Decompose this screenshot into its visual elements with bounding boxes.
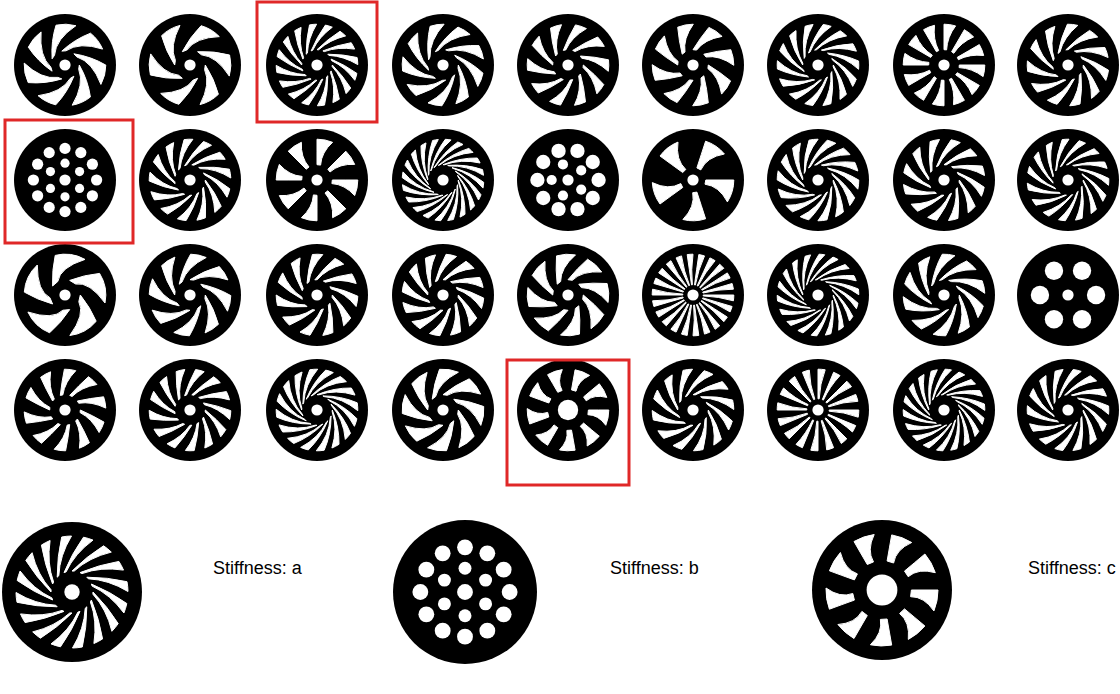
wheel	[1017, 14, 1119, 116]
wheel	[893, 359, 995, 461]
wheel	[266, 129, 368, 231]
wheel	[517, 129, 619, 231]
wheel	[517, 244, 619, 346]
wheel	[767, 14, 869, 116]
wheel	[14, 359, 116, 461]
wheel	[642, 14, 744, 116]
stiffness-label: Stiffness: b	[610, 557, 699, 579]
highlight-box	[5, 120, 133, 243]
wheel	[767, 359, 869, 461]
wheel	[266, 244, 368, 346]
wheel	[1017, 129, 1119, 231]
highlight-box	[507, 360, 629, 485]
wheel	[812, 520, 952, 660]
wheel	[642, 129, 744, 231]
wheel	[893, 129, 995, 231]
wheel	[266, 14, 368, 116]
wheel	[392, 129, 494, 231]
wheel	[14, 14, 116, 116]
wheel	[2, 522, 142, 662]
wheel	[139, 129, 241, 231]
wheel	[1017, 359, 1119, 461]
wheel	[139, 244, 241, 346]
wheel	[393, 520, 537, 664]
wheel	[767, 244, 869, 346]
wheel	[139, 359, 241, 461]
highlight-box	[257, 2, 377, 122]
wheel	[139, 14, 241, 116]
wheel	[893, 14, 995, 116]
wheel	[392, 14, 494, 116]
stiffness-label: Stiffness: c	[1028, 557, 1116, 579]
wheel	[893, 244, 995, 346]
wheel	[767, 129, 869, 231]
wheel	[517, 14, 619, 116]
wheel	[642, 359, 744, 461]
stiffness-label: Stiffness: a	[213, 557, 302, 579]
wheel	[392, 244, 494, 346]
wheel	[14, 244, 116, 346]
wheel	[1017, 244, 1119, 346]
wheel	[392, 359, 494, 461]
wheel	[642, 244, 744, 346]
wheel	[266, 359, 368, 461]
wheel	[517, 359, 619, 461]
wheel	[14, 129, 116, 231]
